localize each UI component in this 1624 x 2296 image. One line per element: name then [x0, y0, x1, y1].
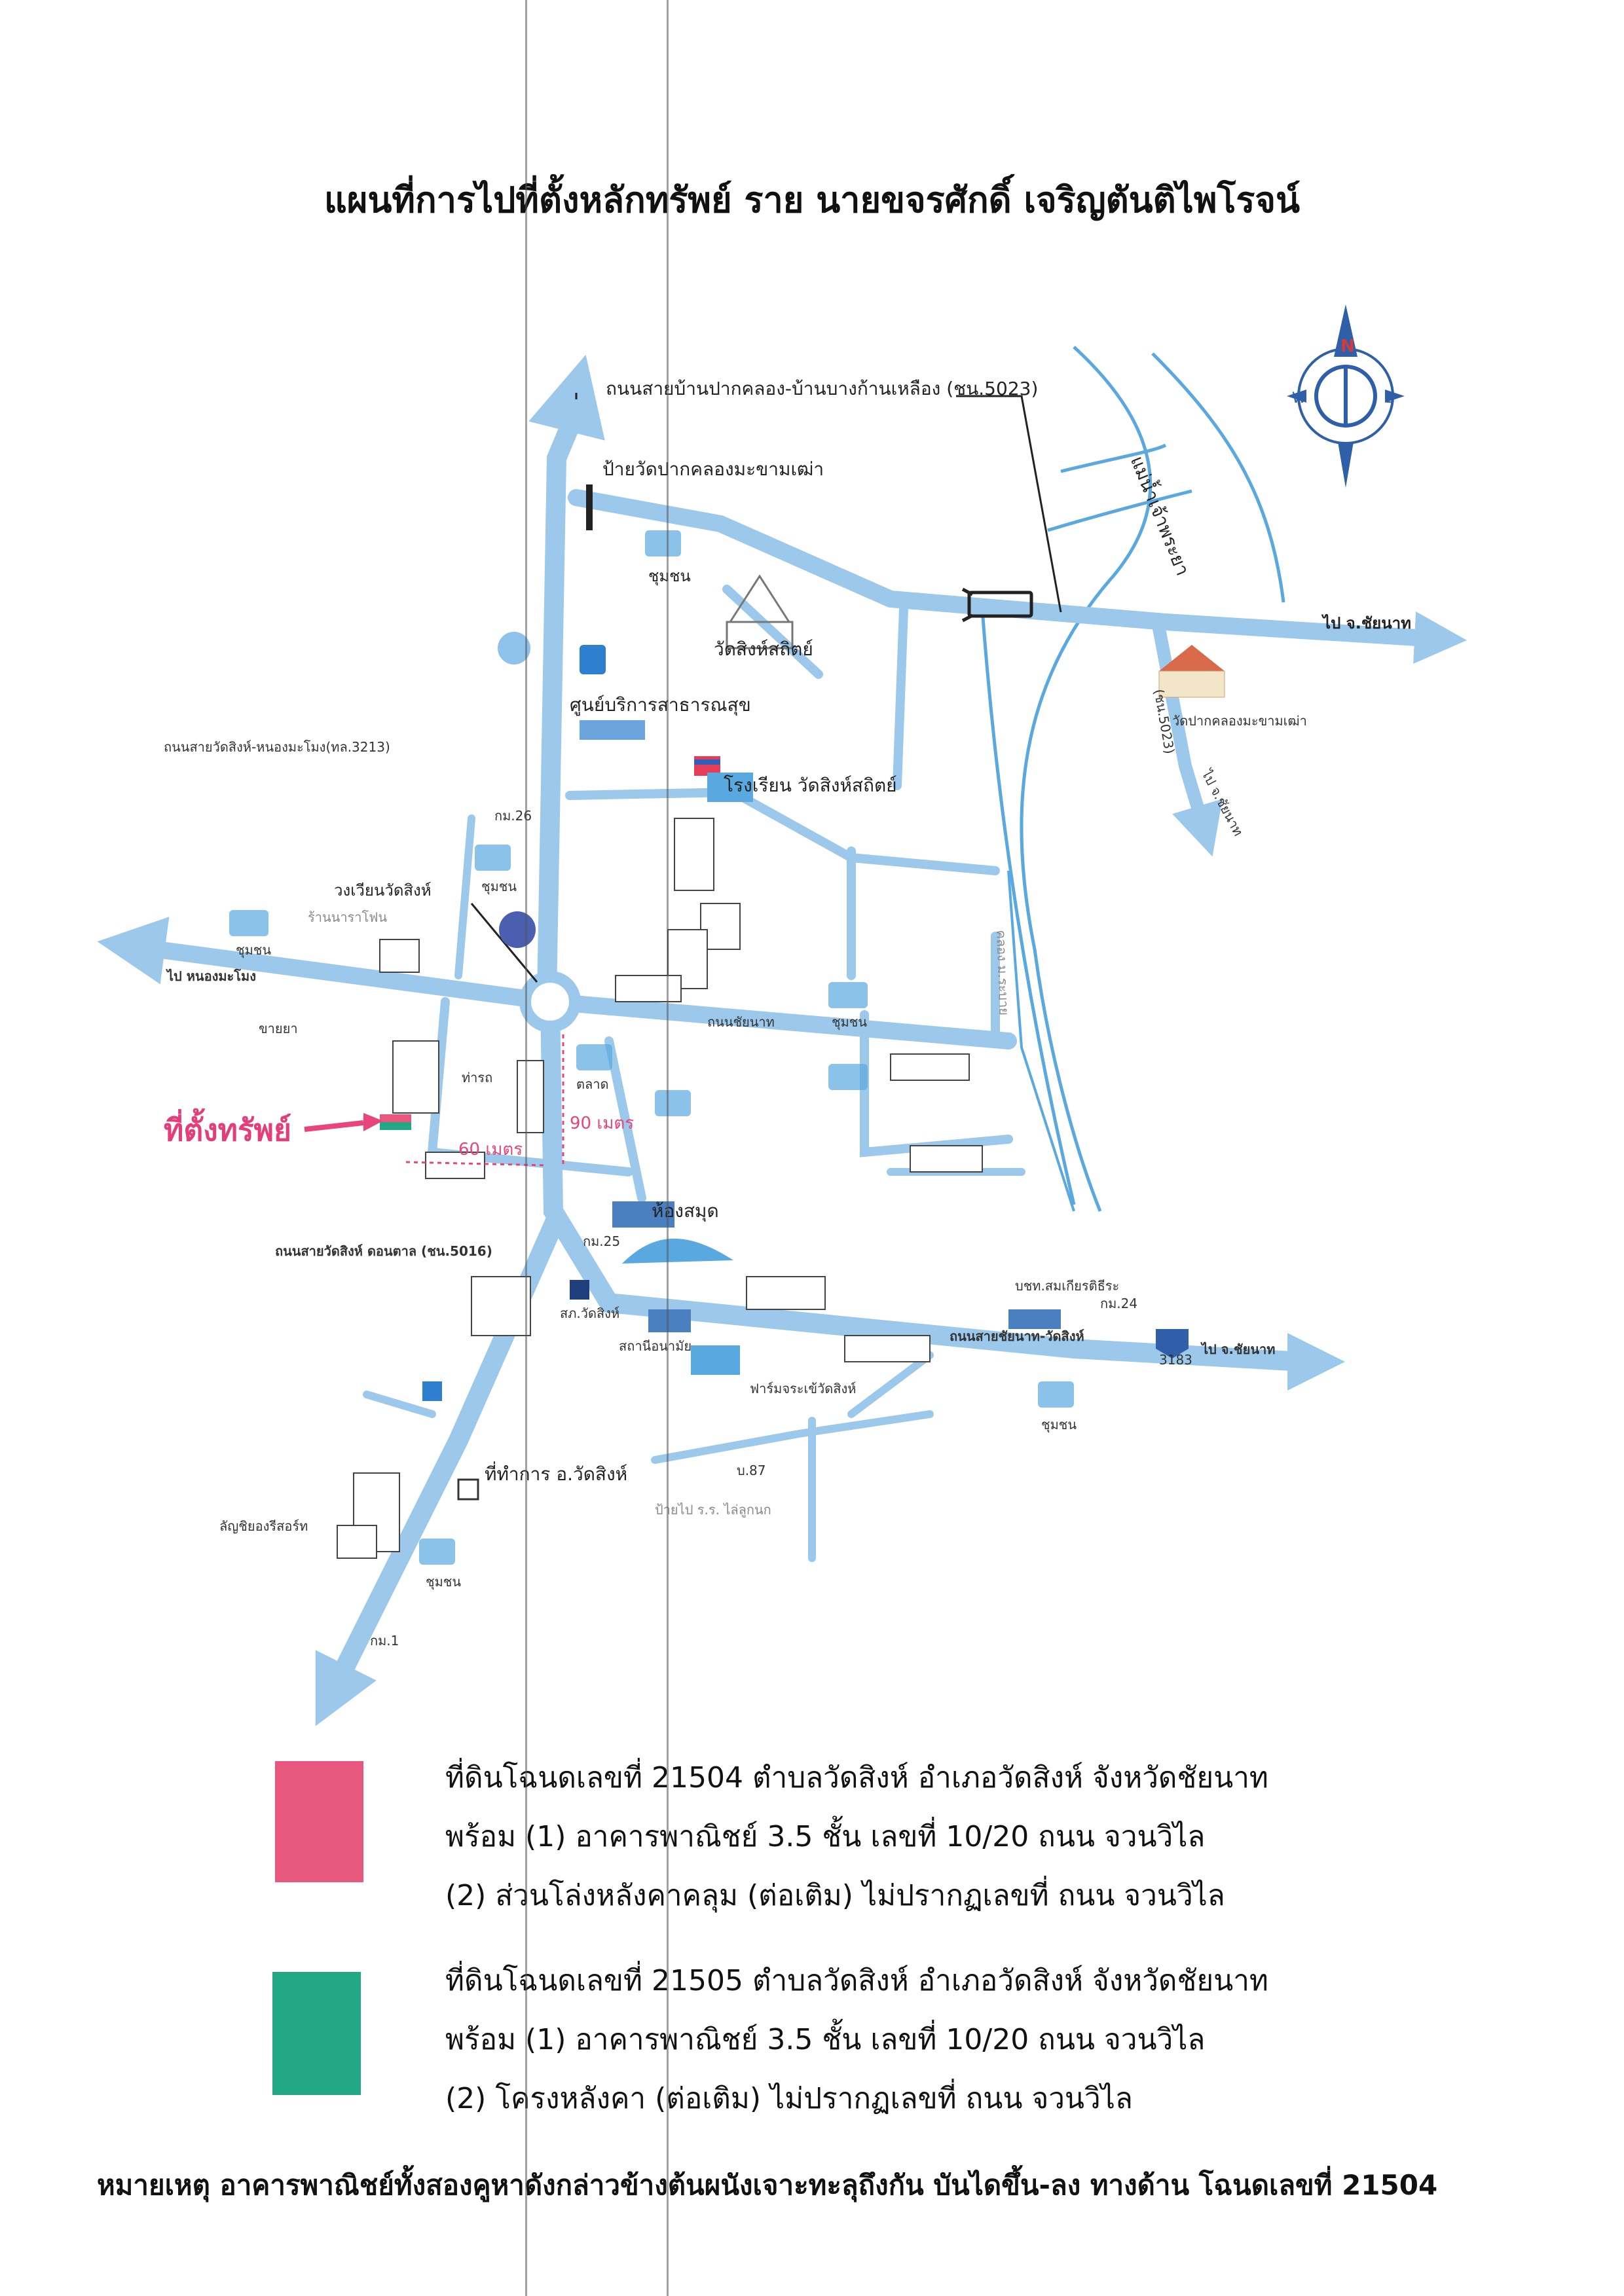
legend-red-line-2: พร้อม (1) อาคารพาณิชย์ 3.5 ชั้น เลขที่ 1… [445, 1820, 1206, 1853]
road-5016 [540, 992, 1313, 1372]
roads [97, 354, 1467, 1726]
temple-pak-icon [1158, 645, 1225, 698]
temple-sign-post [586, 484, 593, 530]
label-community-6: ชุมชน [426, 1574, 462, 1590]
legend-red-line-1: ที่ดินโฉนดเลขที่ 21504 ตำบลวัดสิงห์ อำเภ… [445, 1761, 1268, 1795]
legend-green-line-3: (2) โครงหลังคา (ต่อเติม) ไม่ปรากฏเลขที่ … [445, 2082, 1133, 2115]
label-km1: กม.1 [370, 1633, 399, 1649]
label-road-3213: ถนนสายวัดสิงห์-หนองมะโมง(ทล.3213) [164, 739, 390, 755]
dimension-lines [405, 1034, 564, 1167]
legend-swatch-green [272, 1972, 361, 2095]
legend-red-line-3: (2) ส่วนโล่งหลังคาคลุม (ต่อเติม) ไม่ปราก… [445, 1879, 1225, 1912]
road-3213 [97, 917, 559, 1010]
label-road-5016: ถนนสายวัดสิงห์ ดอนตาล (ชน.5016) [275, 1243, 492, 1259]
label-km25: กม.25 [583, 1233, 621, 1249]
label-to-chainat-1: ไป จ.ชัยนาท [1323, 614, 1411, 632]
community-icons [229, 530, 1074, 1565]
health-center-building [580, 720, 645, 740]
label-community-5: ชุมชน [1041, 1417, 1077, 1432]
compass: N S E W [1287, 304, 1405, 488]
label-library: ห้องสมุด [652, 1200, 719, 1222]
farm-icon [691, 1345, 740, 1375]
label-sign-small: ป้ายไป ร.ร. ไล่ลูกนก [655, 1502, 771, 1518]
label-resort: ลัญชิยองรีสอร์ท [219, 1518, 308, 1534]
label-road-center: ถนนชัยนาท [707, 1014, 775, 1030]
legend-green-line-2: พร้อม (1) อาคารพาณิชย์ 3.5 ชั้น เลขที่ 1… [445, 2023, 1206, 2056]
building-blocks [337, 818, 983, 1559]
map: N S E W [97, 304, 1467, 1726]
river [980, 346, 1285, 1212]
label-to-chainat-3: ไป จ.ชัยนาท [1202, 1341, 1276, 1357]
route-shield-icon [1156, 1329, 1189, 1358]
label-farm: ฟาร์มจระเข้วัดสิงห์ [750, 1381, 857, 1396]
label-temple-pak: วัดปากคลองมะขามเฒ่า [1172, 713, 1307, 729]
label-market: ตลาด [576, 1076, 609, 1092]
label-canal: คลอง ม.ระบาย [993, 930, 1012, 1016]
label-km24: กม.24 [1100, 1296, 1138, 1311]
label-school: โรงเรียน วัดสิงห์สถิตย์ [724, 774, 897, 796]
label-wat-singh: วัดสิงห์สถิตย์ [714, 638, 813, 660]
label-community-1: ชุมชน [648, 567, 691, 585]
label-temple-sign: ป้ายวัดปากคลองมะขามเฒ่า [602, 458, 824, 480]
label-small-road: ท่ารถ [462, 1070, 493, 1085]
compass-n: N [1340, 337, 1355, 356]
label-route-3183: 3183 [1159, 1352, 1192, 1368]
label-roundabout: วงเวียนวัดสิงห์ [334, 881, 432, 900]
scan-line-2 [667, 0, 669, 2296]
medical-icon [498, 632, 530, 665]
atm-icon [422, 1381, 442, 1401]
property-marker-green [380, 1122, 411, 1130]
health-center-icon [580, 645, 606, 674]
label-to-nongmamong: ไป หนองมะโมง [167, 968, 256, 984]
label-b87: บ.87 [737, 1463, 766, 1478]
label-health-center: ศูนย์บริการสาธารณสุข [570, 694, 751, 716]
label-dist-90: 90 เมตร [570, 1114, 635, 1133]
legend-swatch-red [275, 1761, 363, 1882]
compass-w: W [1292, 390, 1306, 407]
label-property: ที่ตั้งทรัพย์ [164, 1112, 291, 1148]
temple-icon [726, 574, 794, 649]
label-hospital: สถานีอนามัย [619, 1338, 692, 1354]
property-marker-red [380, 1114, 411, 1122]
hospital-icon [648, 1309, 691, 1332]
bridge [961, 587, 1033, 623]
label-district-office: ที่ทำการ อ.วัดสิงห์ [485, 1463, 628, 1485]
main-north-road [537, 409, 583, 1005]
office-icon [457, 1478, 479, 1501]
label-bank: บชท.สมเกียรติธีระ [1015, 1278, 1120, 1294]
bank-icon [1008, 1309, 1061, 1329]
school-icon [694, 756, 753, 802]
library-icon [612, 1201, 733, 1264]
label-police: สภ.วัดสิงห์ [560, 1305, 620, 1321]
compass-s: S [1340, 444, 1350, 460]
label-community-3: ชุมชน [236, 942, 272, 958]
label-dist-60: 60 เมตร [458, 1140, 523, 1159]
canal [1007, 870, 1075, 1212]
label-community-2: ชุมชน [481, 879, 517, 894]
shrine-icon [499, 911, 536, 948]
scan-line-1 [525, 0, 527, 2296]
compass-e: E [1385, 390, 1394, 407]
footnote: หมายเหตุ อาคารพาณิชย์ทั้งสองคูหาดังกล่าว… [97, 2169, 1438, 2201]
police-icon [570, 1280, 589, 1300]
legend-green-line-1: ที่ดินโฉนดเลขที่ 21505 ตำบลวัดสิงห์ อำเภ… [445, 1964, 1268, 1997]
label-road-5023: ถนนสายบ้านปากคลอง-บ้านบางก้านเหลือง (ชน.… [606, 378, 1039, 399]
roundabout [519, 971, 581, 1032]
road-center [542, 993, 1017, 1049]
road-5023 [568, 489, 1436, 647]
property-arrow [304, 1120, 364, 1132]
label-sell: ขายยา [259, 1021, 298, 1036]
page-title: แผนที่การไปที่ตั้งหลักทรัพย์ ราย นายขจรศ… [324, 179, 1300, 221]
label-shop: ร้านนาราโฟน [308, 909, 388, 925]
label-road-east: ถนนสายชัยนาท-วัดสิงห์ [950, 1328, 1084, 1344]
label-community-4: ชุมชน [832, 1014, 868, 1030]
